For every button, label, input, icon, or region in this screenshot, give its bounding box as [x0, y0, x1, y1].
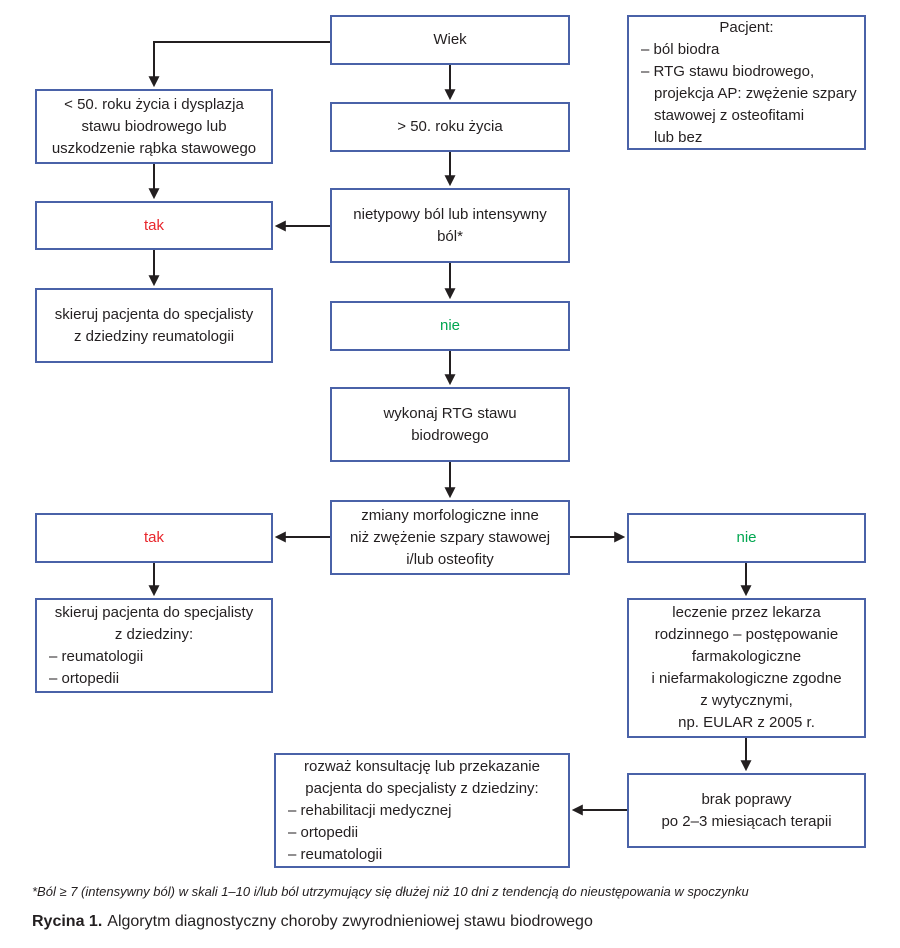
node-pacjent-item: stawowej z osteofitami	[654, 106, 805, 124]
arrow-wiek-to-under50	[148, 41, 330, 88]
node-nietypowy-bol: nietypowy ból lub intensywny ból*	[330, 188, 570, 263]
node-zmiany-morfologiczne: zmiany morfologiczne inne niż zwężenie s…	[330, 500, 570, 575]
node-pacjent-item: – ból biodra	[641, 40, 720, 58]
node-nie-1: nie	[330, 301, 570, 351]
node-brak-poprawy: brak poprawy po 2–3 miesiącach terapii	[627, 773, 866, 848]
node-pacjent-item: lub bez	[654, 128, 703, 146]
figure-caption-text: Algorytm diagnostyczny choroby zwyrodnie…	[107, 913, 593, 930]
node-wiek-label: Wiek	[433, 31, 467, 48]
nie-label: nie	[736, 529, 757, 546]
node-pacjent-title: Pacjent:	[719, 18, 774, 36]
node-skieruj-specjalista: skieruj pacjenta do specjalisty z dziedz…	[35, 598, 273, 693]
footnote: *Ból ≥ 7 (intensywny ból) w skali 1–10 i…	[32, 884, 749, 899]
node-tak-1: tak	[35, 201, 273, 250]
node-pacjent-item: projekcja AP: zwężenie szpary	[654, 84, 857, 102]
node-skieruj-reumatologia: skieruj pacjenta do specjalisty z dziedz…	[35, 288, 273, 363]
node-under50: < 50. roku życia i dysplazja stawu biodr…	[35, 89, 273, 164]
node-leczenie: leczenie przez lekarza rodzinnego – post…	[627, 598, 866, 738]
tak-label: tak	[143, 216, 164, 234]
node-wykonaj-rtg: wykonaj RTG stawu biodrowego	[330, 387, 570, 462]
figure-caption: Rycina 1.Algorytm diagnostyczny choroby …	[32, 912, 872, 932]
node-nie-2: nie	[627, 513, 866, 563]
node-tak-2: tak	[35, 513, 273, 563]
node-pacjent: Pacjent: – ból biodra – RTG stawu biodro…	[627, 15, 866, 150]
node-over50: > 50. roku życia	[330, 102, 570, 152]
node-pacjent-item: – RTG stawu biodrowego,	[641, 62, 815, 80]
figure-caption-label: Rycina 1.	[32, 913, 103, 930]
node-wiek: Wiek	[330, 15, 570, 65]
node-rozwaz-konsultacje: rozważ konsultację lub przekazanie pacje…	[274, 753, 570, 868]
nie-label: nie	[439, 317, 461, 334]
tak-label: tak	[143, 529, 164, 546]
